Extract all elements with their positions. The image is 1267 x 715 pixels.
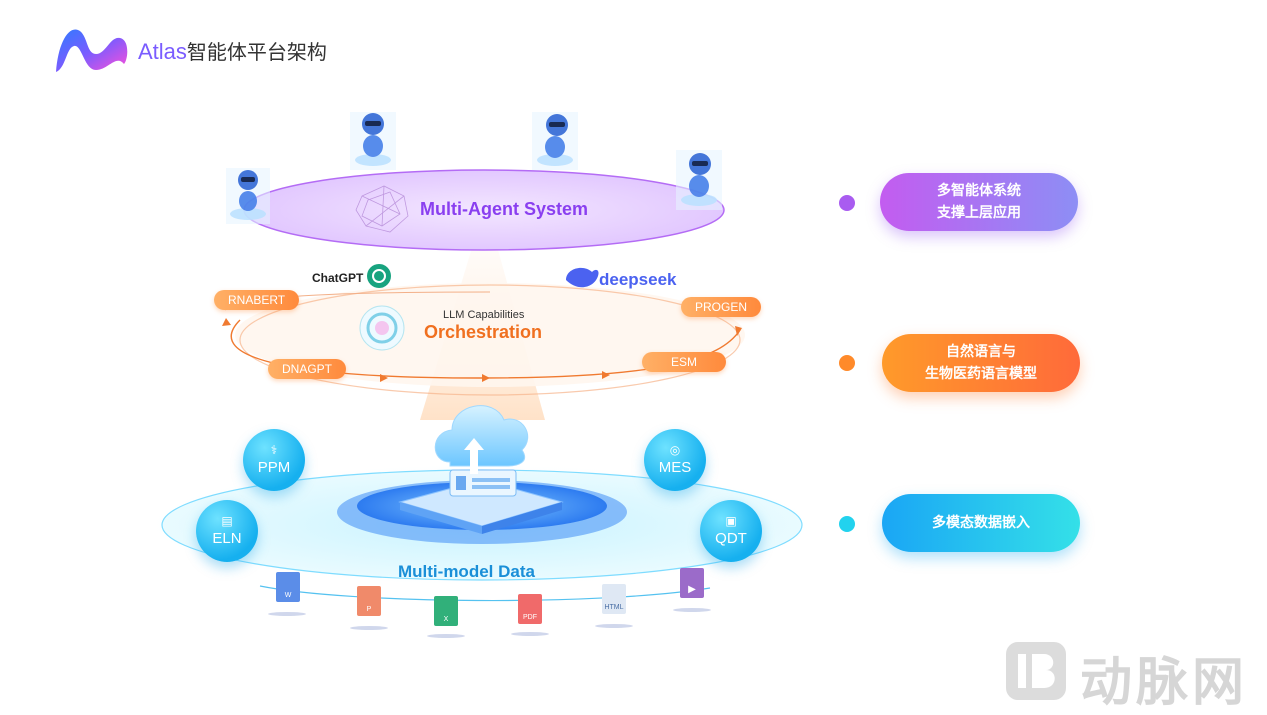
data-node-label: ELN xyxy=(212,530,242,547)
document-icon: ▤ xyxy=(221,514,233,528)
chatgpt-label: ChatGPT xyxy=(312,271,364,285)
data-node-label: QDT xyxy=(715,530,747,547)
layer-dot-llm xyxy=(839,355,855,371)
brand-name: Atlas xyxy=(138,39,187,64)
agent-layer-title: Multi-Agent System xyxy=(420,199,589,219)
data-node-label: MES xyxy=(658,459,692,476)
llm-swirl-graphic xyxy=(359,305,405,351)
data-node-eln: ▤ ELN xyxy=(196,500,258,562)
label-card-agent: 多智能体系统 支撑上层应用 xyxy=(880,173,1078,231)
video-file-icon: ▶ xyxy=(680,568,704,598)
data-node-qdt: ▣ QDT xyxy=(700,500,762,562)
deepseek-logo-icon xyxy=(566,267,599,288)
ppt-file-icon: P xyxy=(357,586,381,616)
robot-4 xyxy=(676,150,722,210)
excel-file-icon: X xyxy=(434,596,458,626)
data-node-mes: ◎ MES xyxy=(644,429,706,491)
chatgpt-logo-icon xyxy=(367,264,391,288)
layer-dot-agent xyxy=(839,195,855,211)
word-file-icon: W xyxy=(276,572,300,602)
label-line: 多智能体系统 xyxy=(937,183,1021,199)
model-pill-esm: ESM xyxy=(642,352,726,372)
page-title: Atlas智能体平台架构 xyxy=(138,36,327,65)
model-pill-dnagpt: DNAGPT xyxy=(268,359,347,379)
label-line: 支撑上层应用 xyxy=(937,205,1021,221)
chart-icon: ◎ xyxy=(669,443,681,457)
robot-1 xyxy=(226,168,270,224)
label-card-llm: 自然语言与 生物医药语言模型 xyxy=(882,334,1080,392)
data-orbit-arrow xyxy=(259,585,711,602)
llm-layer-ellipse xyxy=(239,284,741,396)
model-pill-progen: PROGEN xyxy=(681,297,762,317)
llm-subtitle: LLM Capabilities xyxy=(443,309,525,321)
play-icon: ▶ xyxy=(688,584,696,595)
watermark-logo-icon xyxy=(1006,642,1066,700)
robot-3 xyxy=(532,112,578,170)
label-line: 生物医药语言模型 xyxy=(925,366,1037,382)
title-text: 智能体平台架构 xyxy=(186,40,327,64)
pdf-file-icon: PDF xyxy=(518,594,542,624)
watermark-text: 动脉网 xyxy=(1080,653,1249,713)
dna-icon: ⚕ xyxy=(270,443,278,457)
layer-dot-data xyxy=(839,516,855,532)
label-line: 多模态数据嵌入 xyxy=(932,515,1030,531)
cloud-icon xyxy=(434,405,529,467)
network-graphic xyxy=(355,185,409,233)
data-layer-title: Multi-model Data xyxy=(398,562,535,581)
data-node-label: PPM xyxy=(257,459,291,476)
data-node-ppm: ⚕ PPM xyxy=(243,429,305,491)
monitor-icon: ▣ xyxy=(725,514,737,528)
atlas-logo-icon xyxy=(56,29,128,72)
label-line: 自然语言与 xyxy=(946,344,1016,360)
server-box xyxy=(449,469,517,497)
robot-2 xyxy=(350,112,396,170)
llm-title: Orchestration xyxy=(424,322,543,342)
model-pill-rnabert: RNABERT xyxy=(214,290,300,310)
deepseek-label: deepseek xyxy=(599,270,677,289)
html-file-icon: HTML xyxy=(602,584,626,614)
label-card-data: 多模态数据嵌入 xyxy=(882,494,1080,552)
llm-layer-glow xyxy=(235,283,745,387)
